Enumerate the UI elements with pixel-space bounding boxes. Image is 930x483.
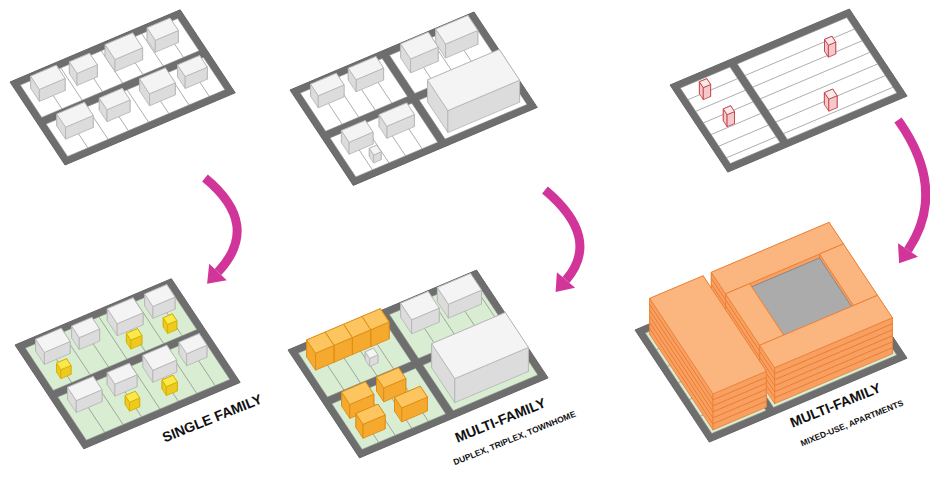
arrow-head [898, 243, 918, 263]
building-roof [650, 276, 767, 394]
building-roof [162, 375, 177, 386]
building-roof [140, 68, 176, 94]
lot-line [776, 76, 885, 122]
street-grid [10, 10, 235, 165]
building-roof [99, 88, 130, 109]
city-block [737, 18, 897, 140]
building-roof [428, 50, 520, 111]
building-roof [341, 121, 373, 143]
building-roof [395, 386, 428, 408]
building-roof [824, 89, 837, 99]
building-roof [107, 363, 137, 384]
building-roof [126, 329, 141, 340]
building-roof [107, 298, 143, 324]
building-roof [825, 36, 836, 45]
building-roof [356, 404, 385, 424]
green-lot [332, 368, 446, 449]
building-roof [723, 106, 734, 115]
building-roof [365, 348, 378, 358]
lot-line [753, 41, 862, 87]
building-roof [760, 295, 893, 367]
building-roof [432, 313, 529, 379]
city-block [330, 103, 438, 177]
street-grid [290, 12, 537, 185]
building-roof [369, 145, 381, 155]
transform-arrow [898, 120, 926, 250]
building-roof [147, 18, 178, 40]
building-roof [145, 285, 175, 307]
city-block [46, 57, 225, 156]
lot-line [768, 64, 877, 110]
floor-line [713, 389, 766, 412]
building-roof [72, 317, 100, 337]
arrow-head [207, 264, 227, 284]
building-roof [69, 53, 97, 73]
building-roof [437, 274, 481, 305]
building-roof [179, 334, 207, 354]
building-roof [36, 328, 71, 352]
building-roof [143, 345, 177, 370]
building-roof [68, 376, 103, 400]
building-roof [57, 359, 72, 370]
building-roof [348, 57, 383, 80]
building-roof [436, 16, 478, 45]
building-roof [342, 382, 374, 405]
building-roof [699, 79, 710, 88]
lot-line [784, 87, 893, 133]
transform-arrow [545, 190, 580, 280]
lot-line [760, 52, 869, 98]
building-roof [379, 103, 414, 126]
building-roof [31, 65, 66, 89]
building-roof [401, 292, 440, 320]
building-roof [401, 32, 439, 59]
transform-arrow [205, 178, 237, 272]
building-roof [311, 73, 344, 96]
building-roof [57, 102, 93, 127]
building-roof [307, 332, 334, 353]
building-roof [105, 33, 143, 60]
lot-line [745, 29, 854, 75]
floor-line [713, 395, 766, 418]
lot-line [726, 137, 776, 158]
building-roof [377, 368, 406, 388]
building-roof [178, 56, 208, 77]
street-grid [670, 9, 907, 172]
building-roof [163, 314, 177, 325]
street-grid [288, 270, 548, 458]
floor-line [713, 401, 766, 424]
building-roof [125, 391, 140, 402]
arrow-head [556, 272, 576, 292]
